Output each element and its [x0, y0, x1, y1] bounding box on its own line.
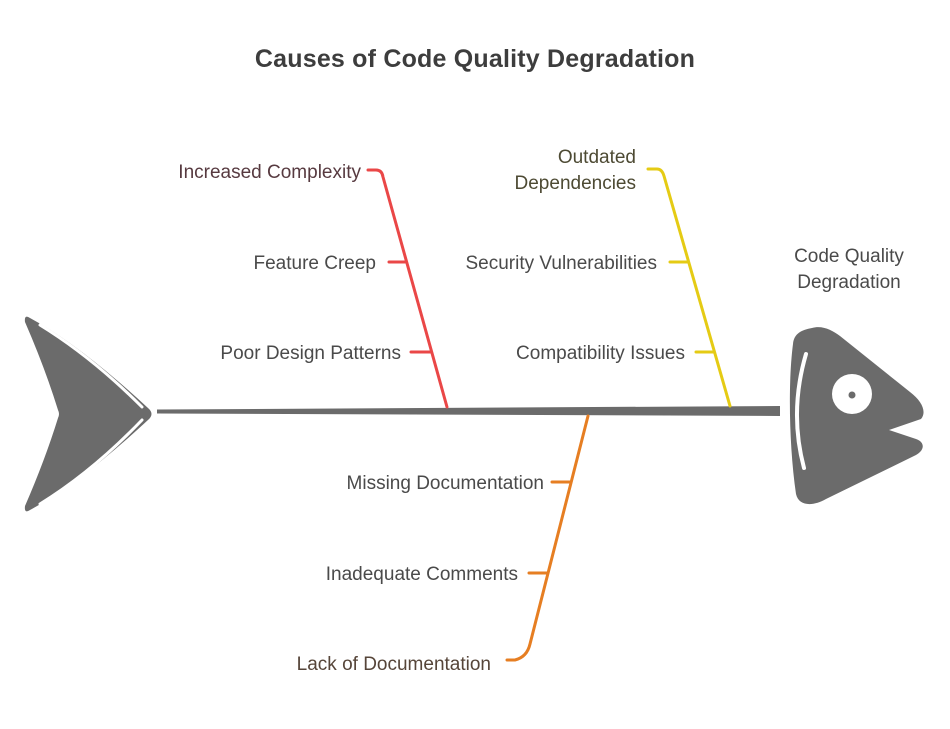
cause-label-inadequate-comments: Inadequate Comments [325, 564, 518, 585]
fish-tail-highlight-bottom [38, 418, 144, 506]
cause-label-security-vulnerabilities: Security Vulnerabilities [465, 253, 658, 274]
diagram-title: Causes of Code Quality Degradation [254, 45, 696, 73]
cause-label-outdated-dependencies: Outdated Dependencies [514, 147, 636, 194]
cause-label-increased-complexity: Increased Complexity [178, 162, 361, 183]
cause-label-poor-design-patterns: Poor Design Patterns [220, 343, 401, 364]
fish-eye-pupil [848, 391, 856, 399]
branch-line-top-left [366, 168, 449, 409]
cause-label-feature-creep: Feature Creep [253, 253, 376, 274]
fish-tail [24, 316, 152, 512]
branch-line-top-right [646, 167, 732, 408]
fish-gill-line [794, 352, 808, 470]
fish-spine [157, 406, 780, 416]
fish-tail-highlight-top [38, 323, 144, 409]
cause-label-lack-of-documentation: Lack of Documentation [296, 654, 491, 675]
effect-label: Code Quality Degradation [794, 246, 904, 293]
cause-label-compatibility-issues: Compatibility Issues [516, 343, 685, 364]
branch-line-bottom [505, 414, 590, 662]
fish-head [789, 327, 924, 505]
cause-label-missing-documentation: Missing Documentation [346, 473, 544, 494]
